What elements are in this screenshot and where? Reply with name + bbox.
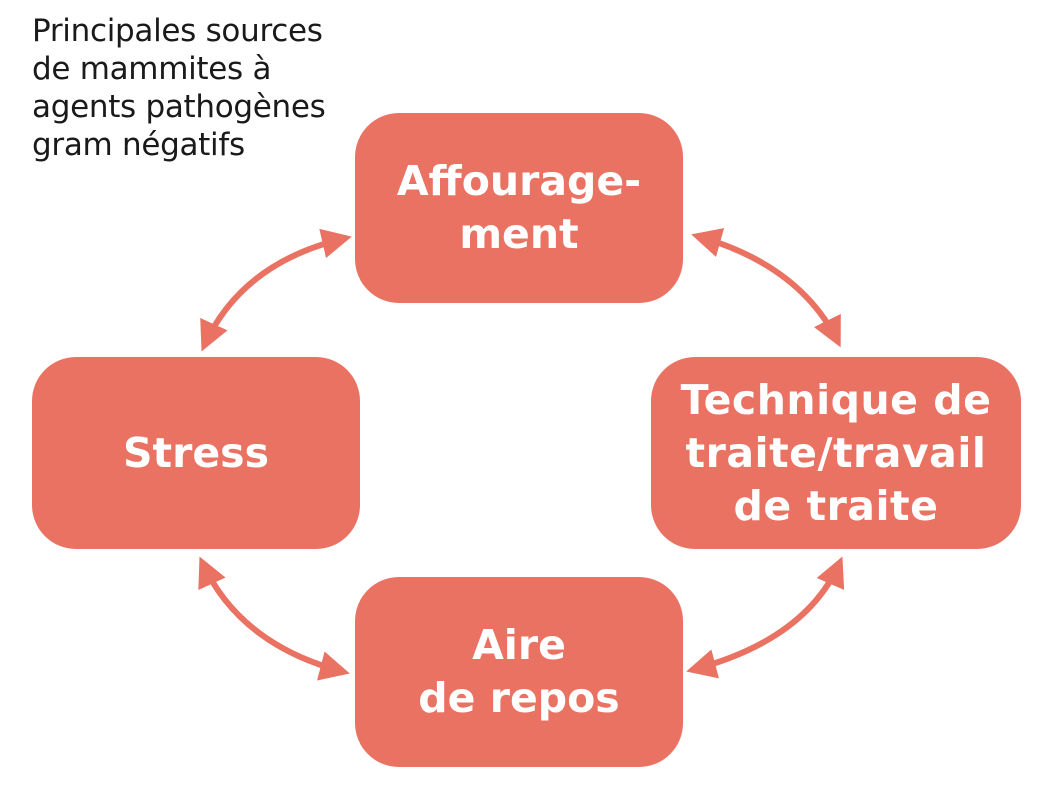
diagram-title: Principales sources de mammites à agents… — [32, 13, 326, 163]
arrow-right-bottom — [686, 556, 845, 679]
arrow-bottom-left — [198, 556, 350, 681]
node-technique-de-traite: Technique de traite/travail de traite — [651, 357, 1021, 549]
node-aire-de-repos: Aire de repos — [355, 577, 683, 767]
arrow-top-right — [691, 228, 841, 348]
arrow-top-left — [200, 228, 352, 352]
node-stress: Stress — [32, 357, 360, 549]
node-affouragement: Affourage- ment — [355, 113, 683, 303]
